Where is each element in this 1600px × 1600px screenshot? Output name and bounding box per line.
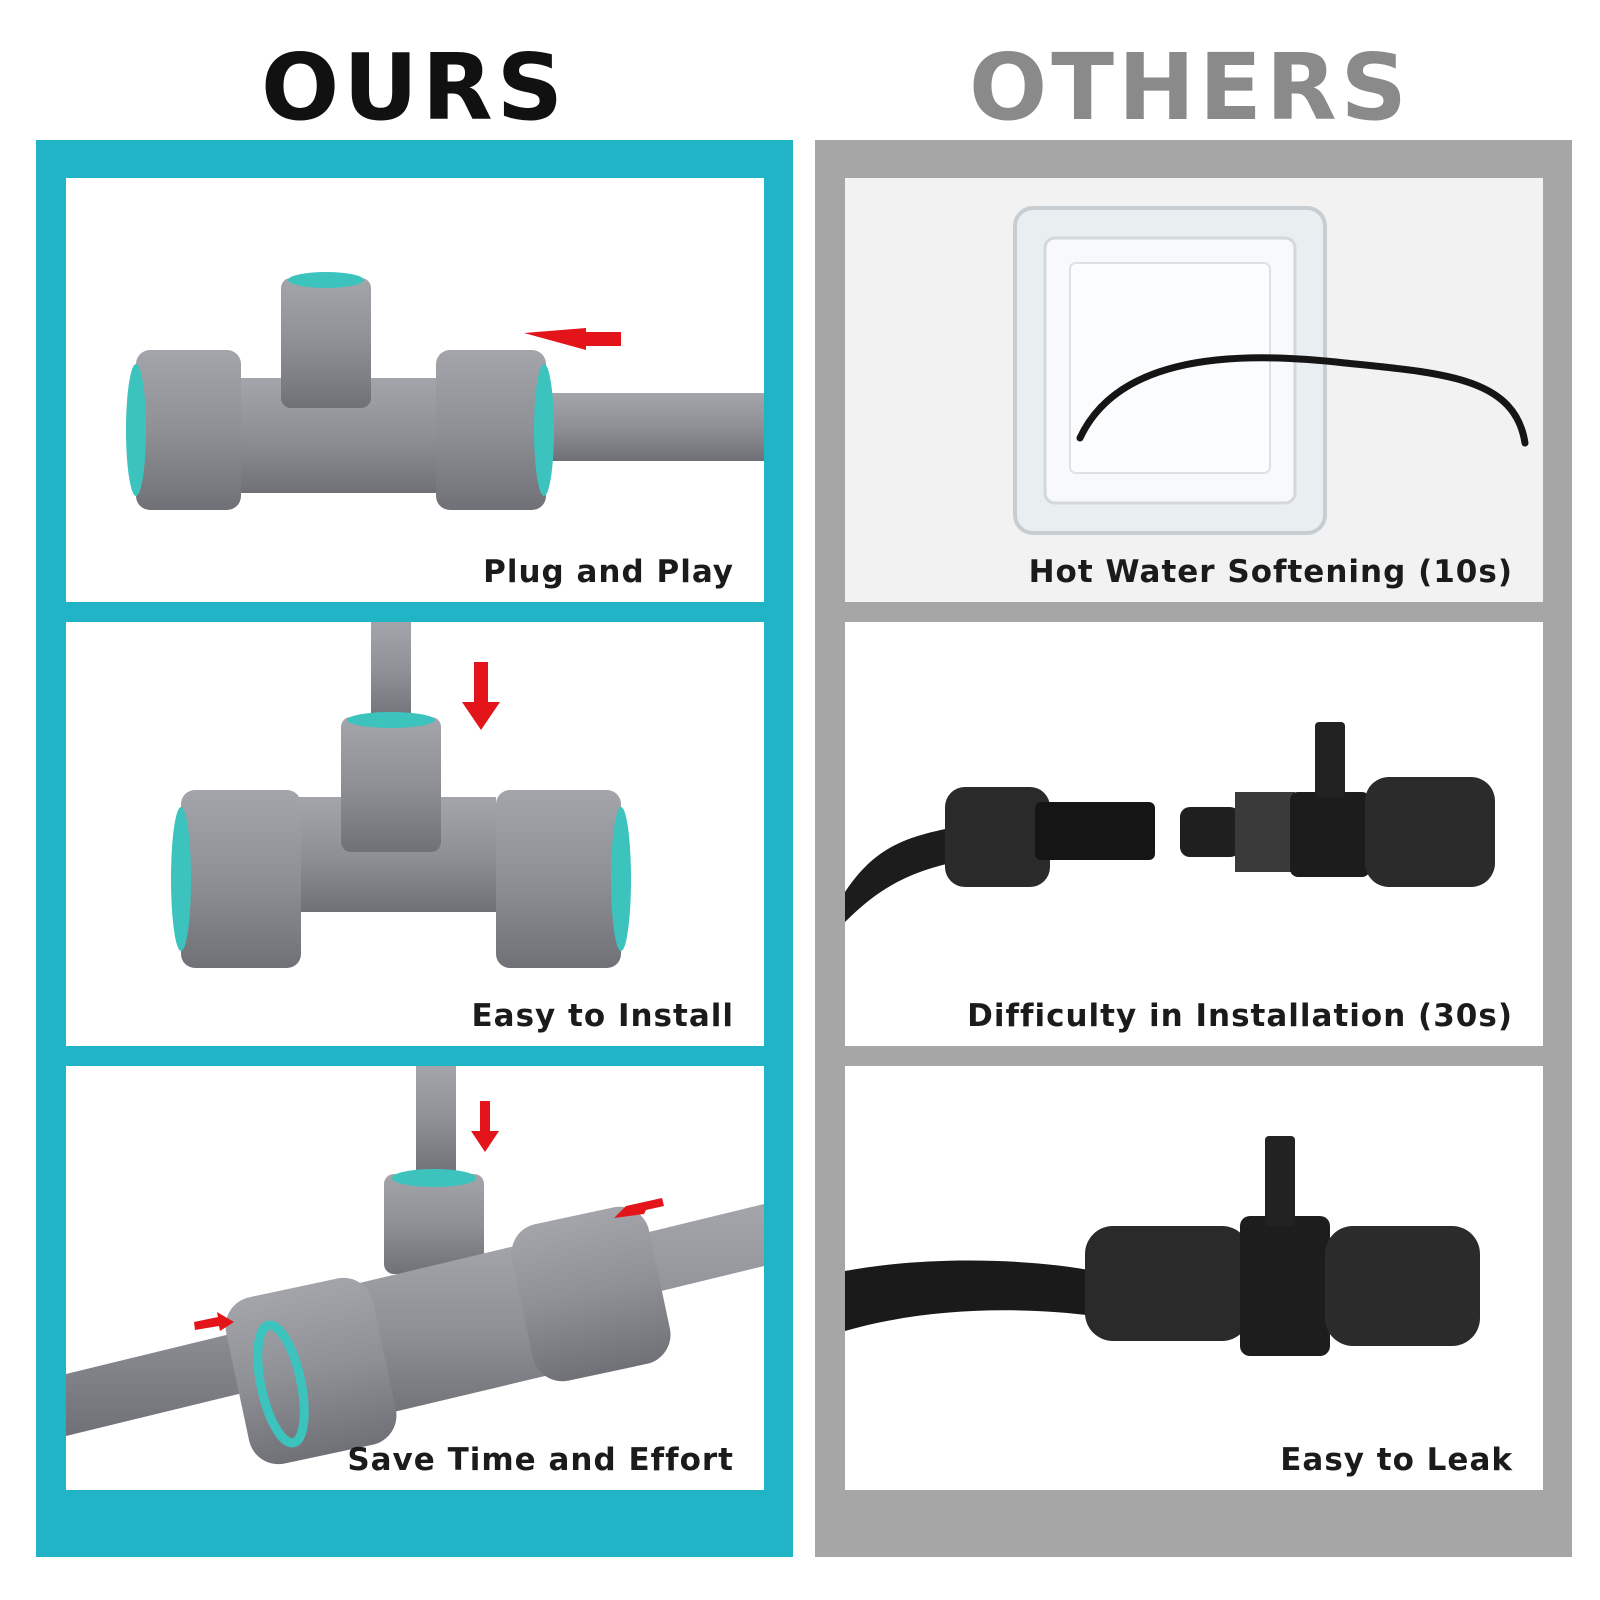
right-arrow-icon [194,1312,234,1331]
ours-panel-easy-to-install: Easy to Install [66,622,764,1046]
caption-hot-water: Hot Water Softening (10s) [1028,554,1513,590]
ours-panel-plug-and-play: Plug and Play [66,178,764,602]
tee-fitting-install-illustration [171,622,631,968]
others-heading: OTHERS [969,34,1411,141]
barbed-fitting-install-illustration [845,722,1495,922]
ours-panel-save-time: Save Time and Effort [66,1066,764,1490]
tee-fitting-angled-illustration [66,1066,764,1465]
caption-save-time: Save Time and Effort [347,1442,734,1478]
caption-difficult-install: Difficulty in Installation (30s) [967,998,1513,1034]
others-column: Hot Water Softening (10s) Difficulty in … [815,140,1572,1557]
glass-dish-hot-water-illustration [1013,206,1529,535]
tee-fitting-plug-illustration [126,272,764,510]
caption-easy-to-install: Easy to Install [471,998,734,1034]
caption-plug-and-play: Plug and Play [483,554,734,590]
others-panel-difficult-install: Difficulty in Installation (30s) [845,622,1543,1046]
ours-heading: OURS [260,34,567,141]
left-arrow-icon [614,1198,664,1218]
ours-column: Plug and Play Easy to Install [36,140,793,1557]
down-arrow-icon [462,662,500,730]
caption-easy-to-leak: Easy to Leak [1280,1442,1513,1478]
push-arrow-icon [524,328,621,350]
down-arrow-icon [471,1101,499,1152]
others-panel-easy-to-leak: Easy to Leak [845,1066,1543,1490]
others-panel-hot-water: Hot Water Softening (10s) [845,178,1543,602]
barbed-fitting-leak-illustration [845,1136,1480,1356]
